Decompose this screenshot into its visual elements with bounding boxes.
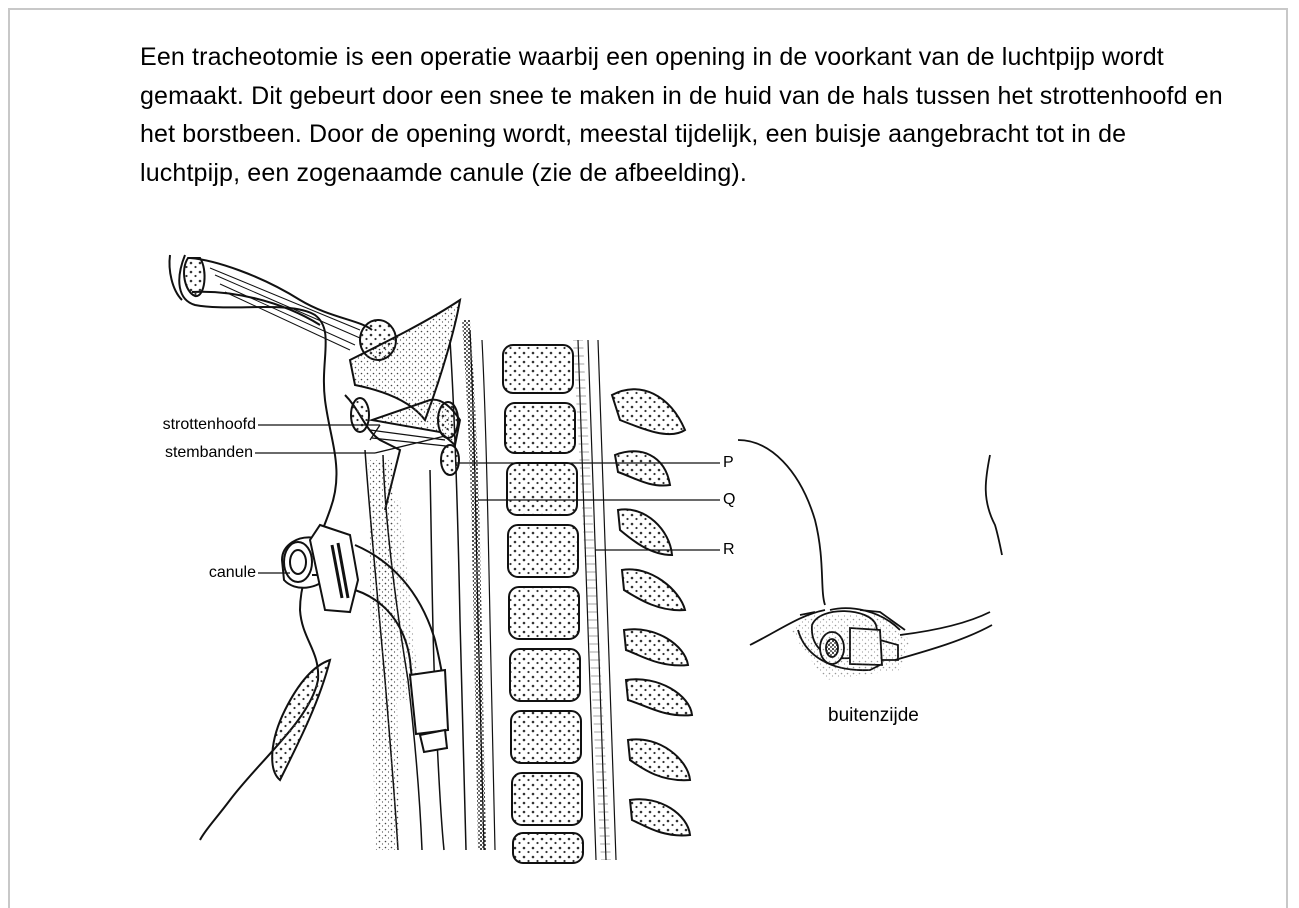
external-view-drawing [738,440,1002,680]
label-p: P [723,454,734,472]
label-q: Q [723,491,735,509]
caption-buitenzijde: buitenzijde [828,707,919,725]
label-stembanden: stembanden [120,444,253,462]
vertebral-column [503,340,692,863]
label-canule: canule [160,564,256,582]
label-r: R [723,541,735,559]
label-strottenhoofd: strottenhoofd [120,416,256,434]
